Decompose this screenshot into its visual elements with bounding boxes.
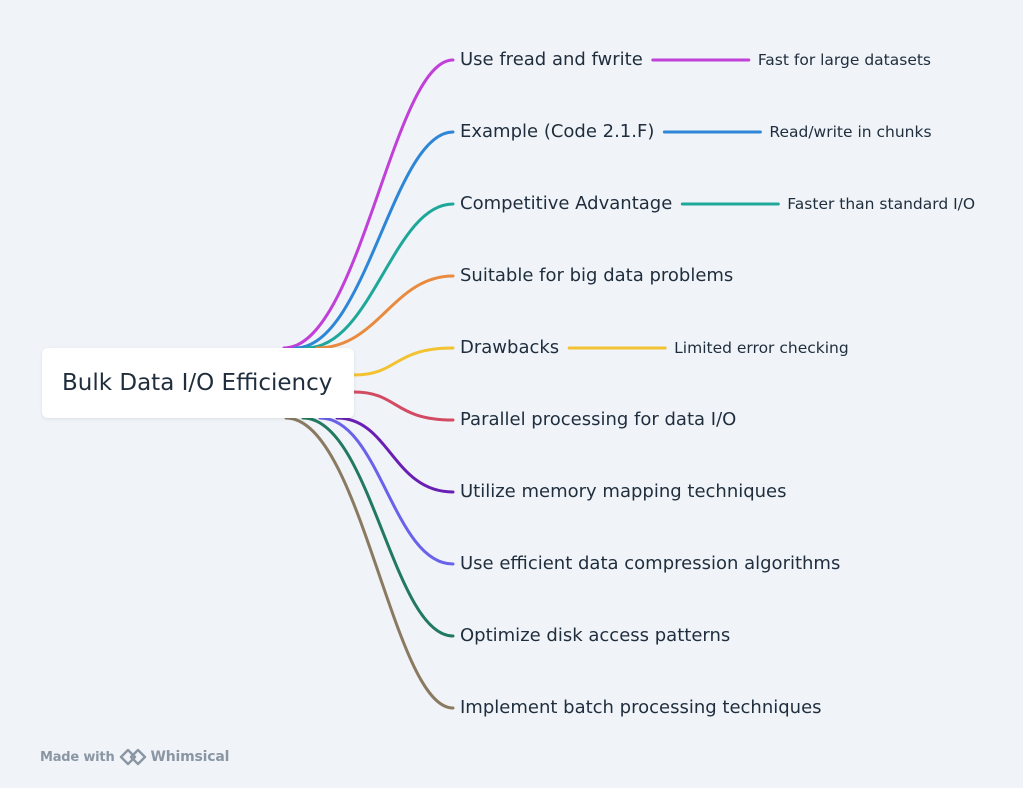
- leaf-label[interactable]: Limited error checking: [674, 339, 849, 357]
- branch-connector: [352, 346, 455, 377]
- whimsical-logo-icon: [119, 748, 146, 766]
- branch-connector: [284, 416, 455, 710]
- branch-label[interactable]: Use efficient data compression algorithm…: [460, 553, 841, 574]
- leaf-label[interactable]: Faster than standard I/O: [787, 195, 976, 213]
- branch-connector: [304, 202, 455, 350]
- root-label: Bulk Data I/O Efficiency: [62, 370, 333, 396]
- branch-connector: [282, 58, 455, 350]
- branch-label[interactable]: Utilize memory mapping techniques: [460, 481, 787, 502]
- branch-label[interactable]: Drawbacks: [460, 337, 560, 358]
- leaf-label[interactable]: Read/write in chunks: [769, 123, 932, 141]
- branch-label[interactable]: Suitable for big data problems: [460, 265, 734, 286]
- branch-label[interactable]: Example (Code 2.1.F): [460, 121, 655, 142]
- branch-connector: [318, 416, 455, 566]
- branch-label[interactable]: Use fread and fwrite: [460, 49, 643, 70]
- branch-connector: [315, 274, 455, 350]
- branch-label[interactable]: Implement batch processing techniques: [460, 697, 822, 718]
- made-with-text: Made with: [40, 749, 115, 765]
- branch-connector: [301, 416, 455, 638]
- whimsical-brand-text: Whimsical: [150, 749, 230, 765]
- branch-connector: [352, 390, 455, 422]
- root-node[interactable]: Bulk Data I/O Efficiency: [42, 348, 354, 418]
- made-with-whimsical-badge[interactable]: Made with Whimsical: [40, 747, 229, 767]
- branch-label[interactable]: Competitive Advantage: [460, 193, 673, 214]
- leaf-label[interactable]: Fast for large datasets: [757, 51, 932, 69]
- branch-connector: [293, 130, 455, 350]
- branch-label[interactable]: Optimize disk access patterns: [460, 625, 731, 646]
- branch-connector: [335, 416, 455, 494]
- branch-label[interactable]: Parallel processing for data I/O: [460, 409, 737, 430]
